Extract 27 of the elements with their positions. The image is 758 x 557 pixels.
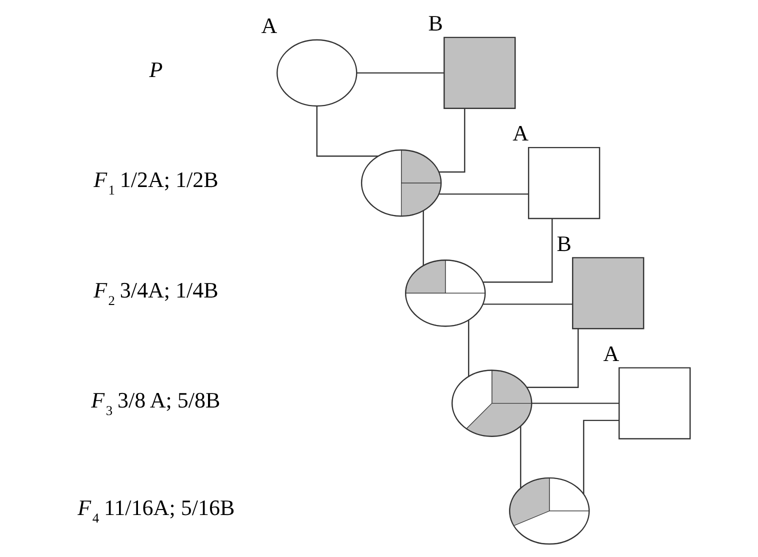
label: P — [149, 57, 163, 82]
connector — [583, 420, 620, 494]
label: F$_{3}$ 3/8 A; 5/8B — [91, 387, 220, 418]
connector — [438, 108, 466, 173]
node-box — [618, 367, 691, 440]
connector — [356, 72, 444, 74]
connector — [520, 426, 522, 488]
connector — [526, 328, 579, 388]
node-box — [572, 257, 644, 330]
connector — [483, 304, 572, 305]
node-circle — [276, 39, 358, 107]
node-box — [444, 36, 516, 110]
label: F$_{2}$ 3/4A; 1/4B — [94, 277, 218, 308]
node-label: A — [603, 340, 620, 366]
node-label: B — [428, 10, 443, 36]
node-label: A — [512, 120, 529, 146]
node-box — [528, 146, 600, 220]
connector — [439, 193, 528, 195]
node-label: B — [556, 230, 572, 256]
label: F$_{4}$ 11/16A; 5/16B — [78, 495, 235, 526]
node-label: A — [261, 13, 278, 38]
connector — [316, 106, 378, 157]
connector — [468, 320, 470, 376]
label: F$_{1}$ 1/2A; 1/2B — [94, 167, 218, 198]
connector — [422, 210, 424, 266]
connector — [532, 402, 620, 404]
connector — [483, 218, 553, 283]
